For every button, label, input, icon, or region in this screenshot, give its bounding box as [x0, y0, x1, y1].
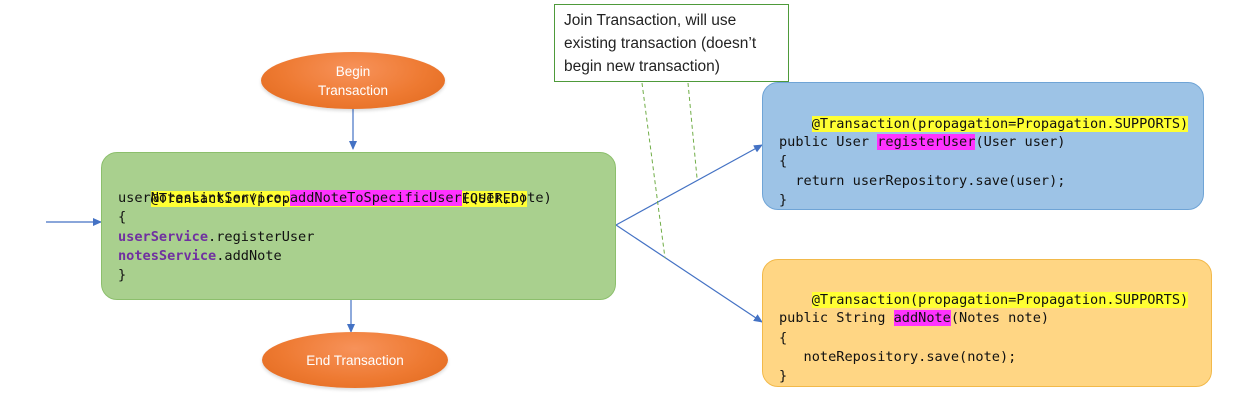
notes-body-line: noteRepository.save(note); — [779, 349, 1017, 365]
user-signature-suffix: (User user) — [975, 134, 1066, 150]
user-body-line: return userRepository.save(user); — [779, 173, 1066, 189]
add-note-method-box: @Transaction(propagation=Propagation.SUP… — [762, 259, 1212, 387]
main-signature-line: userNotesLinkService.addNoteToSpecificUs… — [118, 188, 552, 208]
begin-transaction-label-line1: Begin — [335, 63, 371, 79]
main-signature-prefix: userNotesLinkService. — [118, 190, 290, 206]
note-line-1: Join Transaction, will use — [564, 12, 737, 29]
main-open-brace: { — [118, 209, 127, 225]
user-method-name: registerUser — [877, 134, 976, 150]
notes-open-brace: { — [779, 330, 788, 346]
user-close-brace: } — [779, 192, 788, 208]
note-line-2: existing transaction (doesn’t — [564, 35, 757, 52]
notes-signature-line: public String addNote(Notes note) — [779, 308, 1049, 328]
notes-annotation-line: @Transaction(propagation=Propagation.SUP… — [779, 270, 1189, 308]
main-call-2-method: .addNote — [216, 248, 282, 264]
main-call-2-object: notesService — [118, 248, 217, 264]
arrow-main-to-user-box — [615, 144, 763, 226]
main-close-brace: } — [118, 267, 127, 283]
main-call-1-object: userService — [118, 229, 209, 245]
note-dashed-line-1 — [641, 82, 666, 259]
user-annotation-line: @Transaction(propagation=Propagation.SUP… — [779, 94, 1189, 132]
main-method-name: addNoteToSpecificUser — [289, 190, 462, 206]
main-call-1-method: .registerUser — [208, 229, 315, 245]
user-open-brace: { — [779, 153, 788, 169]
main-call-1: userService.registerUser — [118, 227, 314, 247]
notes-annotation: @Transaction(propagation=Propagation.SUP… — [811, 292, 1189, 308]
main-call-2: notesService.addNote — [118, 246, 282, 266]
main-annotation-line: @Transaction(propagation=Propagation.REQ… — [118, 169, 528, 207]
note-dashed-line-2 — [687, 82, 698, 179]
begin-transaction-node: Begin Transaction — [261, 52, 445, 109]
user-annotation: @Transaction(propagation=Propagation.SUP… — [811, 116, 1189, 132]
register-user-method-box: @Transaction(propagation=Propagation.SUP… — [762, 82, 1204, 210]
notes-method-name: addNote — [893, 310, 951, 326]
user-signature-line: public User registerUser(User user) — [779, 132, 1065, 152]
arrow-main-to-notes-box — [615, 224, 763, 323]
notes-signature-prefix: public String — [779, 310, 894, 326]
begin-transaction-label-line2: Transaction — [317, 82, 389, 98]
join-transaction-note: Join Transaction, will use existing tran… — [554, 4, 789, 82]
user-signature-prefix: public User — [779, 134, 878, 150]
notes-signature-suffix: (Notes note) — [950, 310, 1050, 326]
main-method-box: @Transaction(propagation=Propagation.REQ… — [101, 152, 616, 300]
end-transaction-node: End Transaction — [262, 332, 448, 388]
end-transaction-label: End Transaction — [306, 352, 404, 368]
notes-close-brace: } — [779, 368, 788, 384]
main-signature-suffix: (user,note) — [461, 190, 552, 206]
note-line-3: begin new transaction) — [564, 58, 720, 75]
